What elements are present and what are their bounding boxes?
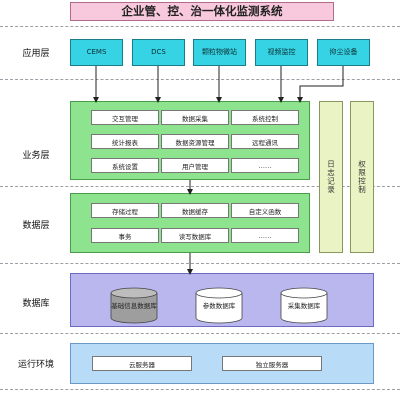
layer-label-app: 应用层 bbox=[22, 49, 50, 59]
business-cell: 系统控制 bbox=[231, 110, 299, 125]
separator bbox=[0, 263, 400, 264]
data-cell: 数据缓存 bbox=[161, 203, 229, 218]
layer-label-data: 数据层 bbox=[22, 221, 50, 231]
business-cell: 数据资源管理 bbox=[161, 134, 229, 149]
database-cylinder-parameters bbox=[195, 287, 243, 324]
data-cell: 读写数据库 bbox=[161, 228, 229, 243]
app-box-particulate-station: 颗粒物微站 bbox=[193, 39, 246, 66]
business-cell: 系统设置 bbox=[91, 158, 159, 173]
business-cell: 交互管理 bbox=[91, 110, 159, 125]
business-cell: 统计报表 bbox=[91, 134, 159, 149]
app-box-dust-suppression: 抑尘设备 bbox=[317, 39, 370, 66]
separator bbox=[0, 79, 400, 80]
database-label: 基础信息数据库 bbox=[111, 302, 157, 310]
business-cell: …… bbox=[231, 158, 299, 173]
layer-label-database: 数据库 bbox=[22, 299, 50, 309]
arrow bbox=[297, 66, 344, 103]
server-cloud: 云服务器 bbox=[92, 356, 192, 371]
data-cell: …… bbox=[231, 228, 299, 243]
app-box-video-monitoring: 视频监控 bbox=[255, 39, 308, 66]
layer-label-business: 业务层 bbox=[22, 151, 50, 161]
database-label: 采集数据库 bbox=[287, 302, 321, 310]
data-cell: 事务 bbox=[91, 228, 159, 243]
app-box-cems: CEMS bbox=[70, 39, 123, 66]
business-cell: 用户管理 bbox=[161, 158, 229, 173]
business-cell: 远程通讯 bbox=[231, 134, 299, 149]
database-cylinder-basic-info bbox=[110, 287, 158, 324]
data-cell: 存储过程 bbox=[91, 203, 159, 218]
server-standalone: 独立服务器 bbox=[222, 356, 322, 371]
separator bbox=[0, 186, 400, 187]
diagram-title: 企业管、控、治一体化监测系统 bbox=[70, 2, 334, 21]
database-label: 参数数据库 bbox=[202, 302, 236, 310]
sidebar-log-record: 日志记录 bbox=[319, 101, 343, 253]
separator bbox=[0, 26, 400, 27]
business-cell: 数据采集 bbox=[161, 110, 229, 125]
data-cell: 自定义函数 bbox=[231, 203, 299, 218]
separator bbox=[0, 389, 400, 390]
database-cylinder-collection bbox=[280, 287, 328, 324]
sidebar-permission-control: 权限控制 bbox=[350, 101, 374, 253]
separator bbox=[0, 333, 400, 334]
app-box-dcs: DCS bbox=[132, 39, 185, 66]
layer-label-runtime: 运行环境 bbox=[17, 360, 54, 370]
